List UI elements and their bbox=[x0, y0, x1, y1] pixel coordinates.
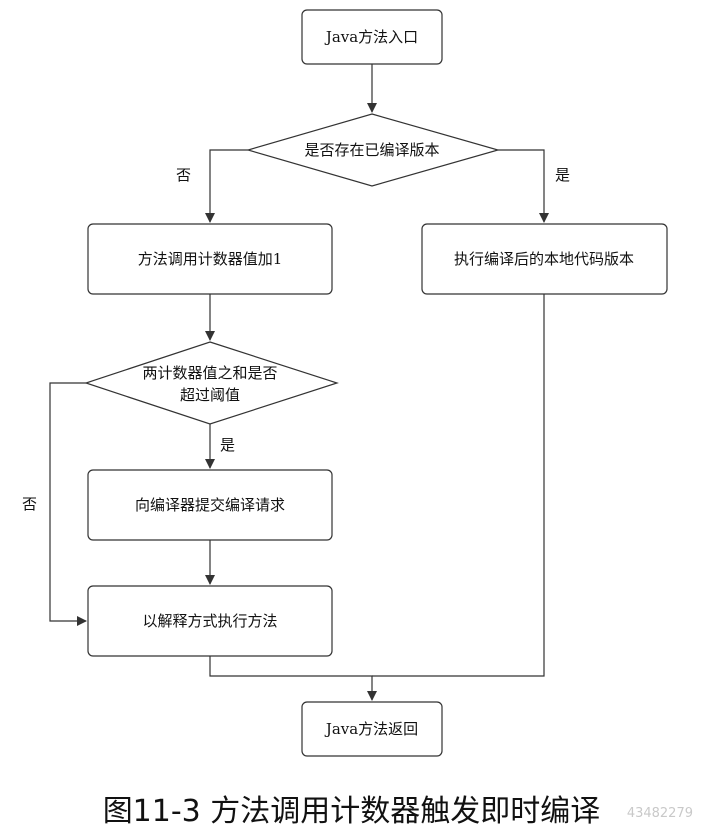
decision-compiled-version: 是否存在已编译版本 bbox=[245, 113, 501, 187]
node-return-label: Java方法返回 bbox=[324, 720, 418, 738]
node-run-native: 执行编译后的本地代码版本 bbox=[421, 223, 668, 295]
node-entry-label: Java方法入口 bbox=[324, 28, 418, 46]
node-interpret-label: 以解释方式执行方法 bbox=[142, 612, 277, 630]
node-interpret: 以解释方式执行方法 bbox=[87, 585, 333, 657]
node-run-native-label: 执行编译后的本地代码版本 bbox=[454, 250, 634, 268]
decision-threshold-label-line1: 两计数器值之和是否 bbox=[142, 364, 277, 382]
edge-label-no-threshold: 否 bbox=[22, 495, 37, 513]
edge-threshold-no bbox=[49, 382, 87, 626]
edge-decision-yes bbox=[498, 149, 549, 223]
decision-threshold-label-line2: 超过阈值 bbox=[180, 386, 240, 404]
node-submit-compile: 向编译器提交编译请求 bbox=[87, 469, 333, 541]
edge-decision-no bbox=[205, 149, 248, 223]
node-increment-counter-label: 方法调用计数器值加1 bbox=[138, 250, 283, 268]
edge-native-to-return bbox=[372, 294, 545, 677]
edge-interpret-to-return bbox=[209, 656, 377, 701]
edge-label-no-compiled: 否 bbox=[176, 166, 191, 184]
watermark: 43482279 bbox=[626, 806, 693, 821]
node-increment-counter: 方法调用计数器值加1 bbox=[87, 223, 333, 295]
decision-compiled-version-label: 是否存在已编译版本 bbox=[304, 141, 439, 159]
flowchart: Java方法入口 是否存在已编译版本 方法调用计数器值加1 执行编译后的本地代码… bbox=[22, 9, 668, 757]
node-submit-compile-label: 向编译器提交编译请求 bbox=[135, 496, 285, 514]
node-return: Java方法返回 bbox=[301, 701, 443, 757]
edge-label-yes-threshold: 是 bbox=[220, 436, 235, 454]
node-entry: Java方法入口 bbox=[301, 9, 443, 65]
edge-label-yes-compiled: 是 bbox=[555, 166, 570, 184]
figure-caption: 图11-3 方法调用计数器触发即时编译 bbox=[102, 794, 601, 829]
decision-threshold: 两计数器值之和是否 超过阈值 bbox=[84, 341, 339, 425]
